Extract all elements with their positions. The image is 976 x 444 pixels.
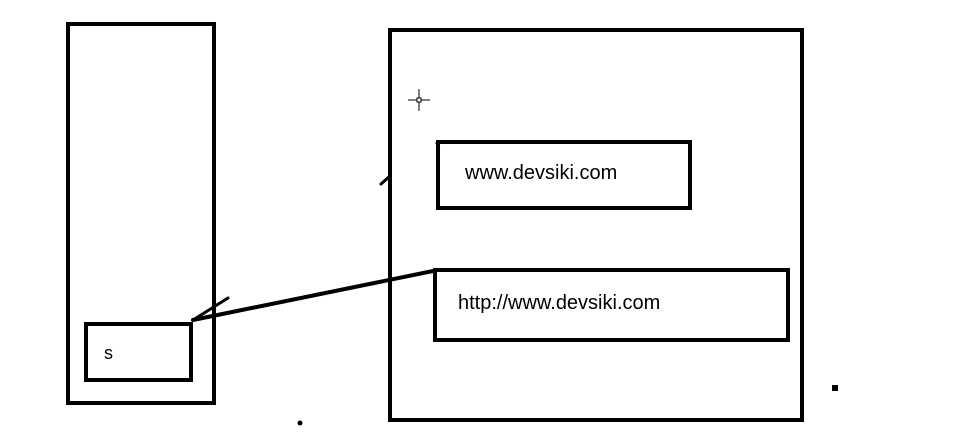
variable-s-label: s (104, 343, 113, 363)
string-object-box-1: www.devsiki.com (436, 140, 692, 210)
stray-dot-3 (832, 385, 838, 391)
string-object-box-2: http://www.devsiki.com (433, 268, 790, 342)
string-object-text-2: http://www.devsiki.com (458, 292, 661, 314)
string-object-text-1: www.devsiki.com (465, 162, 618, 184)
variable-s-box: s (84, 322, 193, 382)
stray-dot-2 (297, 420, 303, 426)
heap-frame-box (388, 28, 804, 422)
stack-frame-box (66, 22, 216, 405)
